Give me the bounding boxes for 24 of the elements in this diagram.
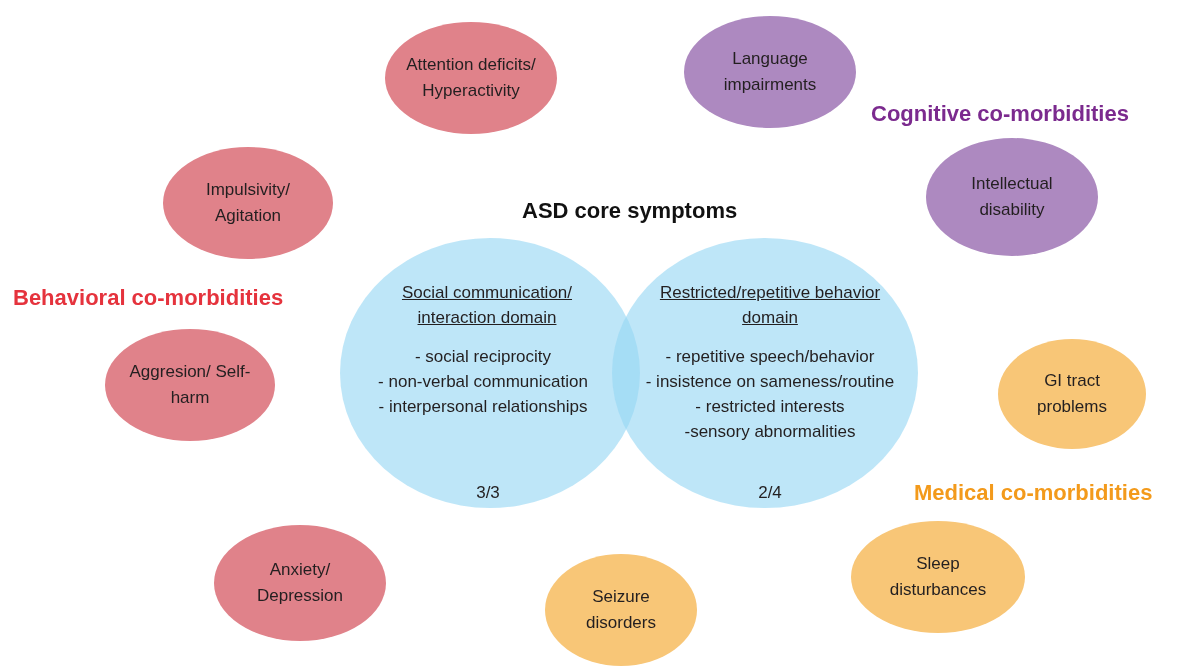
node-text: Anxiety/ Depression bbox=[256, 559, 344, 607]
diagram-title: ASD core symptoms bbox=[522, 198, 738, 224]
domain-heading: Social communication/ interaction domain bbox=[400, 282, 574, 329]
group-label: Medical co-morbidities bbox=[914, 480, 1153, 506]
symptom-item: - interpersonal relationships bbox=[377, 396, 589, 418]
node-text: Sleep disturbances bbox=[888, 553, 988, 601]
node-text: Language impairments bbox=[722, 48, 818, 96]
symptom-item: -sensory abnormalities bbox=[683, 421, 857, 443]
symptom-item: - non-verbal communication bbox=[377, 371, 589, 393]
fraction-label: 3/3 bbox=[475, 482, 501, 504]
node-text: GI tract problems bbox=[1036, 370, 1108, 418]
symptom-item: - social reciprocity bbox=[413, 346, 552, 368]
domain-heading: Restricted/repetitive behavior domain bbox=[658, 282, 882, 329]
symptom-item: - restricted interests bbox=[694, 396, 846, 418]
symptom-item: - repetitive speech/behavior bbox=[664, 346, 876, 368]
node-text: Attention deficits/ Hyperactivity bbox=[405, 54, 537, 102]
fraction-label: 2/4 bbox=[757, 482, 783, 504]
node-text: Intellectual disability bbox=[970, 173, 1054, 221]
symptom-item: - insistence on sameness/routine bbox=[644, 371, 896, 393]
group-label: Behavioral co-morbidities bbox=[13, 285, 284, 311]
node-text: Seizure disorders bbox=[585, 586, 657, 634]
node-text: Aggresion/ Self-harm bbox=[128, 361, 252, 409]
node-text: Impulsivity/ Agitation bbox=[204, 179, 292, 227]
group-label: Cognitive co-morbidities bbox=[871, 101, 1129, 127]
